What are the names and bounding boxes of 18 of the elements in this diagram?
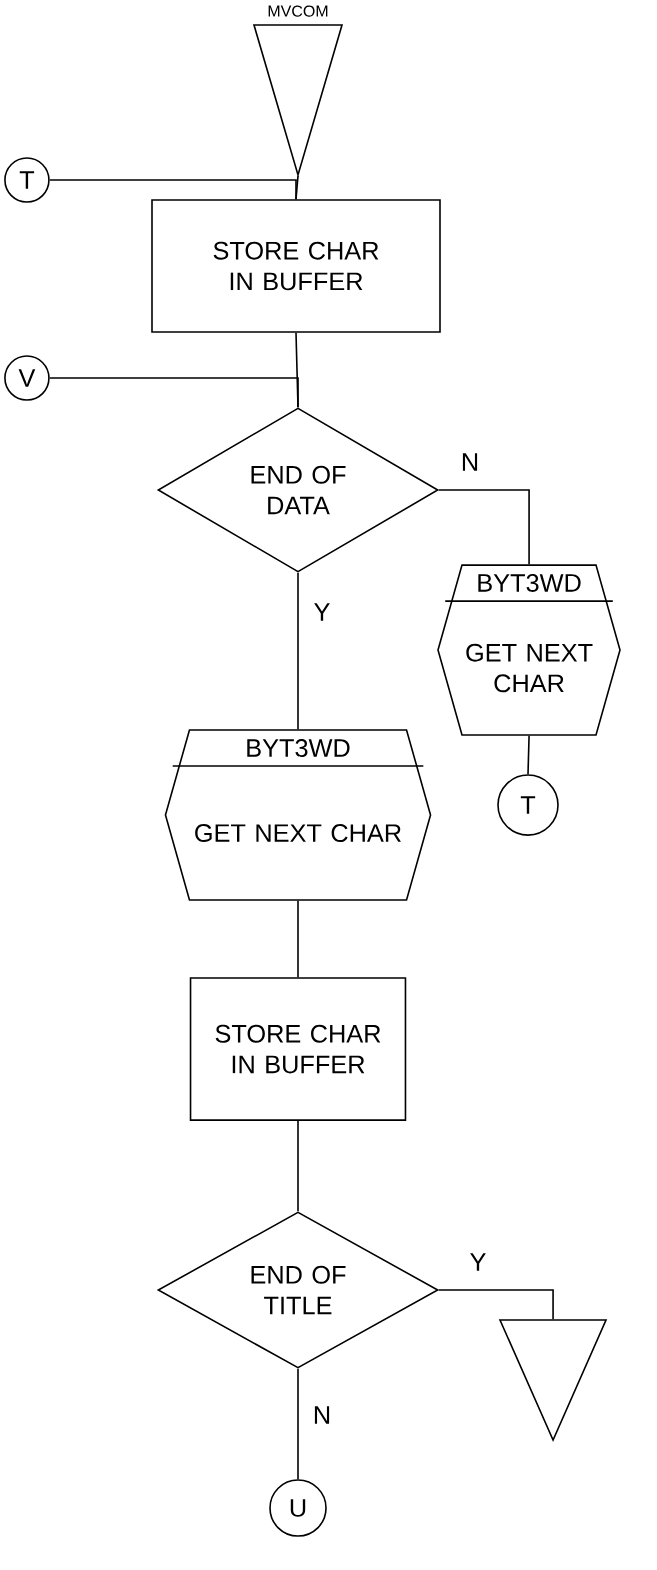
process-box: STORE CHAR IN BUFFER xyxy=(151,199,441,333)
process-box: STORE CHAR IN BUFFER xyxy=(189,977,407,1121)
connector-line xyxy=(297,1120,299,1212)
connector-line xyxy=(297,899,299,979)
connector-line xyxy=(297,1368,299,1480)
edge-label: N xyxy=(459,451,481,473)
node-label: MVCOM xyxy=(268,5,328,17)
connector-line xyxy=(48,377,299,408)
subroutine-hexagon: BYT3WD GET NEXT CHAR xyxy=(437,564,621,736)
edge-label: Y xyxy=(468,1251,488,1273)
edge-label: N xyxy=(311,1404,333,1425)
connector-line xyxy=(48,179,297,200)
connector-line xyxy=(437,489,530,565)
connector-line xyxy=(297,572,299,730)
subroutine-hexagon: BYT3WD GET NEXT CHAR xyxy=(164,729,432,901)
edge-label: Y xyxy=(312,601,332,623)
connector-line xyxy=(527,735,530,776)
connector-line xyxy=(437,1289,554,1320)
